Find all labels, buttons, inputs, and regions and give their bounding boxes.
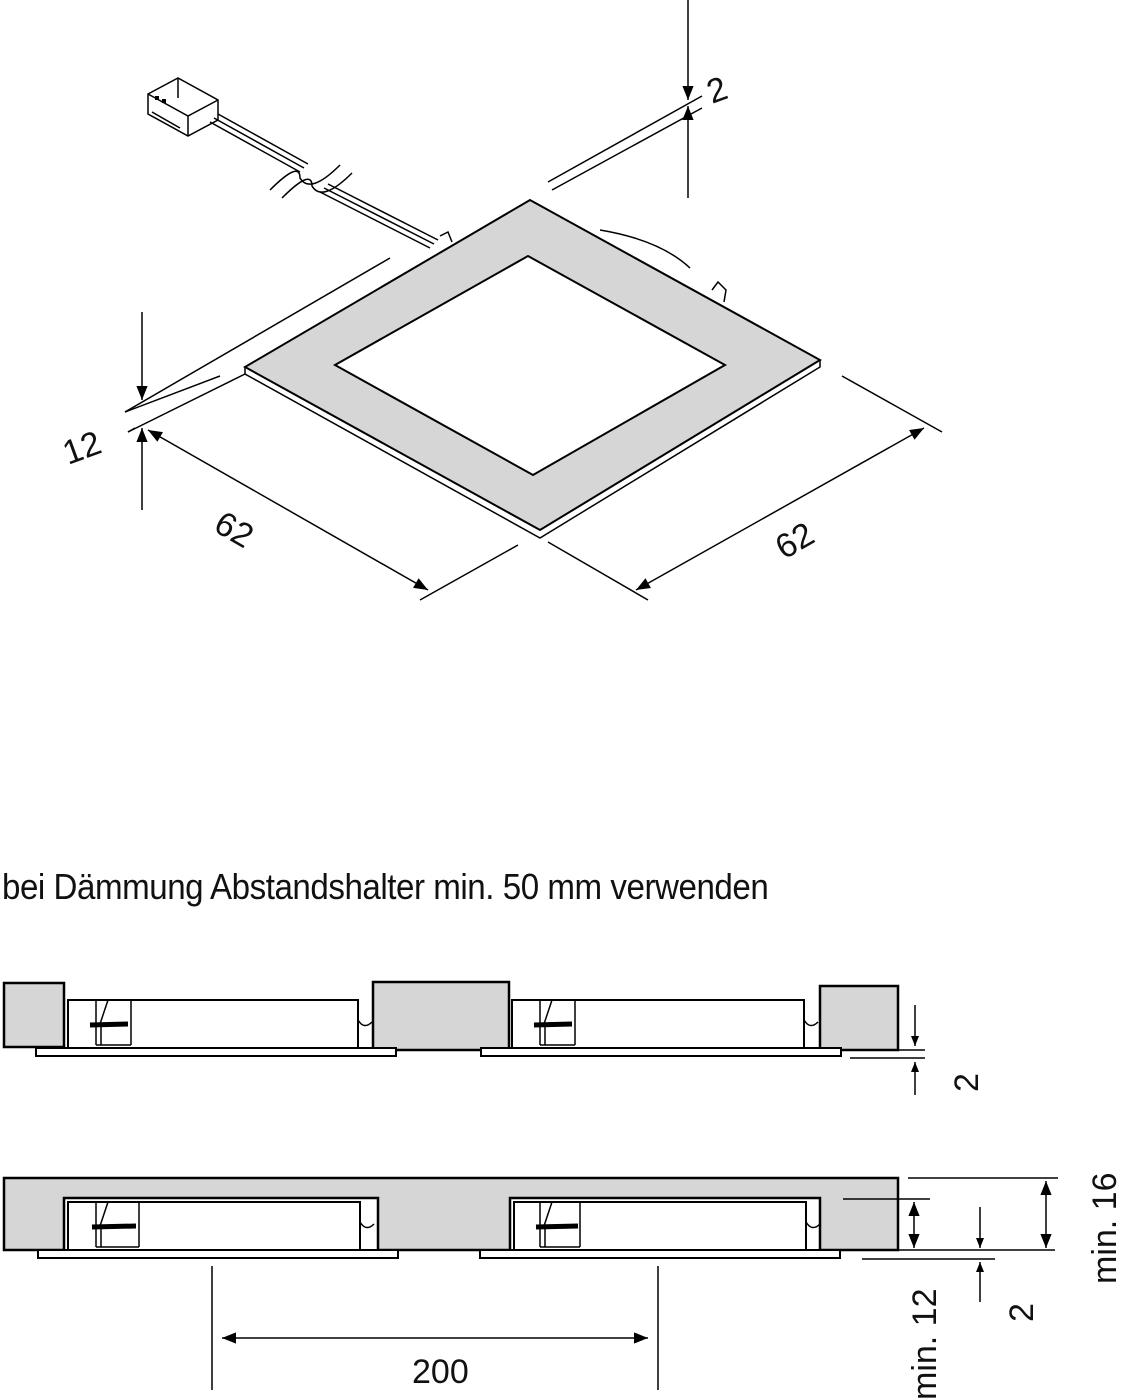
clip-left	[439, 230, 453, 243]
dim-label-min-12: min. 12	[906, 1289, 944, 1400]
insulation-note: bei Dämmung Abstandshalter min. 50 mm ve…	[2, 866, 769, 907]
spring-clip	[711, 280, 727, 303]
panel-edge	[244, 360, 821, 539]
insulation-block	[818, 984, 900, 1052]
insulation-block	[2, 981, 66, 1049]
section-insulation: 2	[2, 980, 986, 1095]
dimension-frame-section2: 2	[976, 1207, 1041, 1322]
cable	[209, 113, 439, 249]
housing-outline	[599, 229, 691, 269]
panel-frame	[242, 198, 822, 532]
dimension-spacing: 200	[211, 1266, 659, 1391]
dim-label-12: 12	[58, 424, 107, 473]
luminaire-1	[37, 1201, 399, 1259]
dim-label-62-right: 62	[769, 515, 821, 567]
dimension-frame-section1: 2	[850, 1005, 986, 1095]
dimension-min-depth: min. 12	[843, 1198, 1055, 1400]
section-ceiling: 200 min. 12 2 min. 16	[2, 1173, 1124, 1400]
luminaire-1	[35, 999, 397, 1057]
isometric-view: 62 62 12 2	[58, 0, 943, 601]
luminaire-2	[480, 999, 842, 1057]
luminaire-2	[479, 1201, 841, 1259]
connector-plug	[147, 77, 219, 137]
dim-label-2: 2	[702, 69, 733, 111]
dim-label-2-section2: 2	[1003, 1303, 1041, 1322]
dim-label-62-left: 62	[208, 504, 260, 556]
dim-label-min-16: min. 16	[1086, 1173, 1124, 1285]
dimension-frame-thickness: 2	[547, 0, 733, 198]
insulation-block	[371, 980, 511, 1052]
dim-label-2-section1: 2	[948, 1073, 986, 1092]
dim-label-200: 200	[412, 1353, 469, 1391]
dimension-min-ceiling: min. 16	[908, 1173, 1124, 1285]
